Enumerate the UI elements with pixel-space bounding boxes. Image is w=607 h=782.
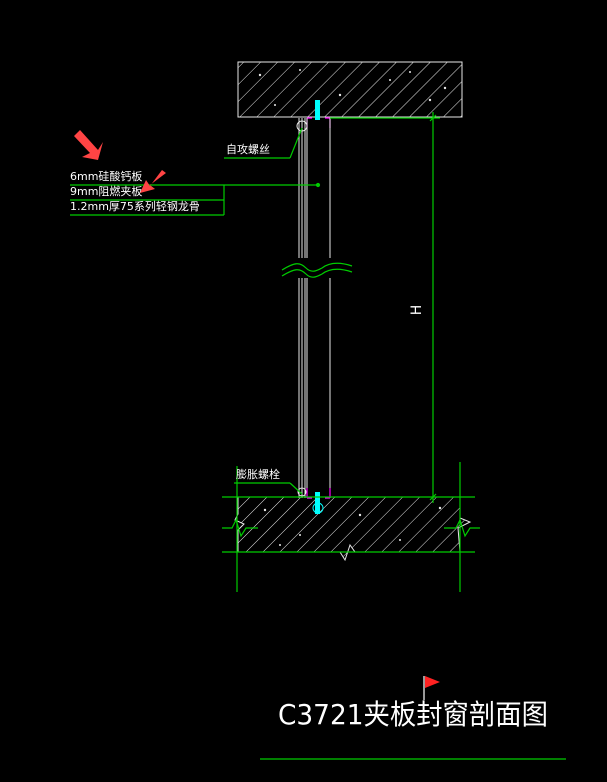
red-arrow-icon <box>140 170 166 193</box>
layer-label-1: 6mm硅酸钙板 <box>70 169 142 183</box>
layer-label-2: 9mm阻燃夹板 <box>70 184 142 198</box>
flag-marker-icon <box>423 676 440 700</box>
layers-leader <box>70 182 321 216</box>
screw-label: 自攻螺丝 <box>226 142 270 156</box>
top-concrete-slab <box>237 61 463 118</box>
bolt-leader <box>234 482 303 495</box>
screw-leader <box>224 127 303 159</box>
bottom-concrete-slab <box>234 496 472 562</box>
layer-label-3: 1.2mm厚75系列轻钢龙骨 <box>70 199 200 213</box>
panel-layers <box>298 118 331 498</box>
dimension-h-label: H <box>409 305 425 316</box>
bolt-label: 膨胀螺栓 <box>236 467 280 481</box>
bottom-anchor-icon <box>297 487 331 514</box>
red-arrow-icon <box>74 130 103 160</box>
break-line <box>281 258 353 278</box>
dimension-line <box>330 112 440 503</box>
drawing-title: C3721夹板封窗剖面图 <box>278 698 548 731</box>
